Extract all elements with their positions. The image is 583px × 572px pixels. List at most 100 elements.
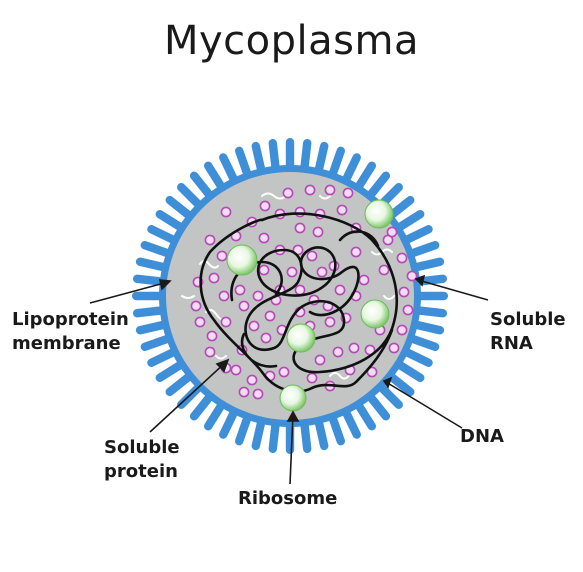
arrowhead — [286, 410, 300, 422]
protein-dot — [282, 187, 294, 199]
membrane-head — [251, 416, 266, 451]
membrane-head — [165, 195, 194, 221]
protein-dot — [334, 284, 346, 296]
ribosome — [279, 384, 307, 412]
membrane-head — [314, 416, 329, 451]
protein-dot — [294, 206, 306, 218]
ribosome — [360, 299, 390, 329]
ribosomes — [226, 199, 394, 412]
protein-dot — [220, 206, 232, 218]
protein-dot — [220, 316, 232, 328]
protein-dot — [378, 264, 390, 276]
label-ribosome: Ribosome — [238, 488, 338, 509]
protein-dot — [216, 250, 228, 262]
membrane-head — [219, 407, 239, 439]
membrane-head — [235, 412, 252, 446]
ribosome — [226, 244, 258, 276]
protein-dot — [324, 316, 336, 328]
protein-dot — [218, 290, 230, 302]
protein-dot — [194, 316, 206, 328]
protein-dot — [206, 330, 218, 342]
protein-dot — [348, 342, 360, 354]
membrane-head — [401, 225, 433, 245]
membrane-head — [406, 334, 440, 351]
protein-dot — [316, 266, 328, 278]
membrane-head — [300, 138, 312, 173]
protein-dot — [204, 234, 216, 246]
arrow-soluble-rna — [417, 279, 489, 301]
protein-dot — [259, 200, 271, 212]
arrowhead — [158, 279, 172, 291]
rna-strand — [261, 192, 287, 200]
protein-dot — [208, 272, 220, 284]
protein-dot — [294, 284, 306, 296]
protein-dot — [388, 342, 400, 354]
protein-dot — [286, 266, 298, 278]
arrow-dna — [385, 381, 463, 429]
dna-strand — [199, 212, 399, 393]
protein-dot — [246, 374, 258, 386]
diagram-title: Mycoplasma — [164, 18, 419, 64]
membrane-head — [135, 257, 170, 272]
arrowhead — [414, 274, 426, 287]
membrane-head — [132, 306, 167, 318]
arrow-lipoprotein-membrane — [89, 281, 169, 304]
membrane-head — [414, 291, 448, 301]
membrane-head — [155, 209, 186, 232]
protein-dot — [258, 264, 270, 276]
membrane-head — [354, 161, 377, 192]
protein-dot — [264, 310, 276, 322]
label-lipoprotein-membrane: Lipoprotein membrane — [12, 309, 129, 354]
protein-dot — [396, 324, 408, 336]
label-dna: DNA — [460, 426, 504, 447]
protein-dot — [204, 346, 216, 358]
membrane-head — [300, 419, 312, 454]
arrowhead — [382, 376, 393, 389]
membrane-head — [132, 291, 166, 301]
membrane-head — [394, 209, 425, 232]
membrane-head — [386, 371, 415, 397]
protein-dot — [238, 386, 250, 398]
membrane-head — [251, 141, 266, 176]
protein-dot — [248, 320, 260, 332]
membrane-head — [155, 360, 186, 383]
protein-dot — [342, 187, 354, 199]
label-arrows — [89, 274, 489, 485]
membrane-head — [328, 146, 345, 180]
protein-dot — [278, 366, 290, 378]
membrane-head — [354, 400, 377, 431]
protein-dot — [398, 286, 410, 298]
membrane-head — [413, 306, 448, 318]
membrane-head — [341, 153, 361, 185]
membrane-head — [203, 400, 226, 431]
membrane-head — [147, 225, 179, 245]
protein-dot — [336, 204, 348, 216]
ribosome — [286, 323, 316, 353]
membrane-head — [219, 153, 239, 185]
protein-dot — [230, 364, 242, 376]
membrane-head — [401, 347, 433, 367]
ribosome — [364, 199, 394, 229]
membrane-head — [268, 419, 280, 454]
membrane-head — [235, 146, 252, 180]
membrane-head — [189, 171, 215, 200]
protein-dot — [366, 366, 378, 378]
protein-dot — [252, 290, 264, 302]
protein-dot — [406, 270, 418, 282]
membrane-head — [189, 392, 215, 421]
membrane-head — [365, 171, 391, 200]
membrane-head — [268, 138, 280, 173]
protein-dot — [234, 284, 246, 296]
label-soluble-rna: Soluble RNA — [490, 309, 566, 354]
rna-strand — [199, 260, 219, 269]
protein-dot — [324, 184, 336, 196]
membrane-head — [140, 334, 174, 351]
protein-dot — [402, 304, 414, 316]
membrane-head — [406, 241, 440, 258]
protein-dot — [306, 372, 318, 384]
membrane-head — [132, 274, 167, 286]
membrane-head — [285, 138, 295, 172]
protein-dot — [350, 246, 362, 258]
membrane-head — [410, 257, 445, 272]
